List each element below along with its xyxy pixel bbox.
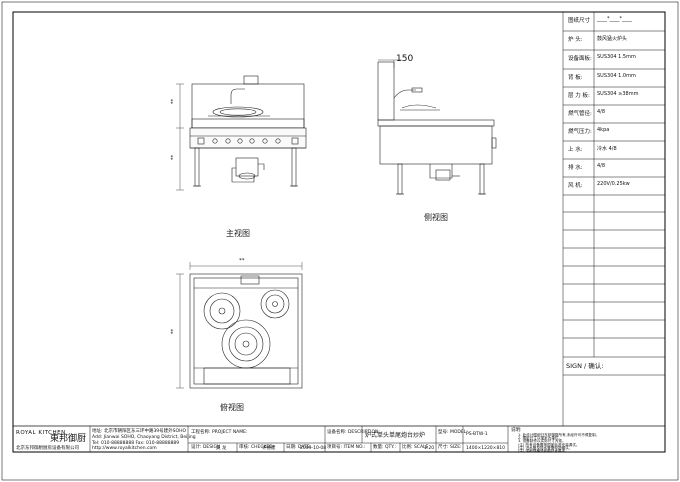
company-line: 北京东邦御厨厨房设备有限公司 (16, 446, 79, 451)
spec-row-label: 炉 头: (568, 37, 583, 43)
note-label: 说明: (511, 428, 522, 433)
spec-row-label: 上 水: (568, 147, 583, 153)
top-flue (240, 275, 260, 285)
front-wok (212, 106, 264, 118)
leg (397, 163, 403, 195)
knob (262, 138, 268, 144)
top-view-label: 俯视图 (220, 403, 244, 412)
spec-row-value: SUS304 1.5mm (597, 54, 636, 60)
top-view (176, 262, 303, 389)
spec-row-value: 220V/0.25kw (597, 181, 630, 187)
design-label: 设计: DESIGN (191, 445, 221, 450)
top-outline (189, 273, 303, 389)
size-label: 尺寸: SIZE: (438, 445, 462, 450)
spec-row-value: 鼓风猛火炉头 (597, 36, 628, 42)
scale-value: 1:20 (424, 446, 435, 451)
check-label: 审核: CHECKED: (239, 445, 275, 450)
spec-row-label: 燃气管径: (568, 111, 592, 117)
leg (194, 147, 200, 187)
project-label: 工程名称: PROJECT NAME: (191, 430, 248, 435)
front-faucet (230, 88, 245, 96)
front-view (176, 75, 307, 191)
size-value: 1400×1220×810 (466, 446, 506, 451)
item-label: 项目号: ITEM NO.: (327, 445, 366, 450)
top-width-dimension: ** (239, 258, 245, 264)
side-top (377, 119, 495, 127)
contact-line: Tel: 010-88888888 Fax: 010-88888889 (92, 441, 180, 446)
note-line: 1. 此设计图纸归东邦御厨所有,未经许可不得复制。 (518, 433, 600, 437)
spec-row-value: 4kpa (597, 127, 610, 133)
side-body (379, 125, 493, 165)
date-value: 2009-10-08 (300, 446, 327, 451)
spec-row-value: SUS304 ≥38mm (597, 91, 639, 97)
date-label: 日期: DATE: (286, 445, 312, 450)
knob (212, 138, 218, 144)
spec-row-value: 冷水 4/8 (597, 146, 617, 152)
front-flue (243, 75, 259, 85)
brand-cn: 東邦御厨 (50, 434, 87, 444)
note-line: (注) 进水管及排水管需现场确认。 (518, 445, 573, 450)
spec-row-label: 排 水: (568, 165, 583, 171)
model-label: 型号: MODEL: (438, 430, 468, 435)
knob (275, 138, 281, 144)
knob (225, 138, 231, 144)
side-wok (401, 104, 437, 109)
note-line: (注) 所有设备需按国家标准安装调试。 (518, 442, 580, 447)
scale-label: 比例: SCALE (402, 445, 429, 450)
spec-row-label: 燃气压力: (568, 129, 592, 135)
top-burner-small (203, 292, 241, 330)
spec-row-label: 设备面板: (568, 56, 592, 62)
side-faucet (393, 89, 416, 99)
knob (249, 138, 255, 144)
side-height-dimension: 150 (396, 54, 414, 64)
spec-table (562, 12, 665, 426)
top-depth-dimension: ** (170, 328, 177, 335)
note-line: 3. 设备制作以实际尺寸为准。 (518, 439, 566, 444)
front-height-lower-dimension: ** (170, 154, 177, 161)
leg (291, 147, 297, 187)
spec-row-value: SUS304 1.0mm (597, 73, 636, 79)
front-panel (189, 127, 307, 149)
front-view-label: 主视图 (226, 229, 250, 238)
sign-label: SIGN / 确认: (566, 362, 604, 370)
address-line-2: Add: Jianwai SOHO, Chaoyang District, Be… (92, 435, 196, 440)
front-blower (235, 157, 259, 177)
title-block (13, 425, 665, 452)
side-view (377, 59, 497, 195)
knob (237, 138, 243, 144)
side-view-label: 侧视图 (424, 213, 448, 222)
web-line: http://www.royalkitchen.com (92, 446, 157, 451)
check-value: 许德建 (262, 446, 276, 451)
spec-row-label: 背 板: (568, 75, 583, 81)
spec-header-value: ____*____*____ (597, 16, 632, 22)
top-burner-tail (260, 289, 290, 319)
leg (479, 163, 485, 195)
inner-frame (12, 11, 666, 453)
brand-en: ROYAL KITCHEN (16, 430, 66, 436)
top-burner-main (221, 319, 271, 369)
side-backsplash (377, 61, 395, 121)
spec-row-value: 4/8 (597, 163, 606, 169)
desc-value: 炉式单头单尾炮台炒炉 (365, 432, 426, 439)
qty-label: 数量: QTY.: (373, 445, 397, 450)
note-line: 2. 图纸尺寸以毫米为单位。 (518, 436, 563, 441)
front-backsplash (191, 83, 305, 129)
desc-label: 设备名称: DESCRIPTION: (327, 430, 380, 435)
model-value: PS-BTW-1 (466, 432, 488, 437)
spec-row-value: 4/8 (597, 109, 606, 115)
spec-row-label: 层 力 板: (568, 93, 590, 99)
address-line-1: 地址: 北京市朝阳区东三环中路39号建外SOHO (92, 429, 186, 434)
spec-row-label: 风 机: (568, 183, 583, 189)
note-line: (注) 详细规格请参照技术要求。 (518, 449, 569, 453)
spec-header-label: 图纸尺寸 (568, 18, 591, 24)
front-height-upper-dimension: ** (170, 98, 177, 105)
design-value: 吴 龙 (216, 446, 227, 451)
